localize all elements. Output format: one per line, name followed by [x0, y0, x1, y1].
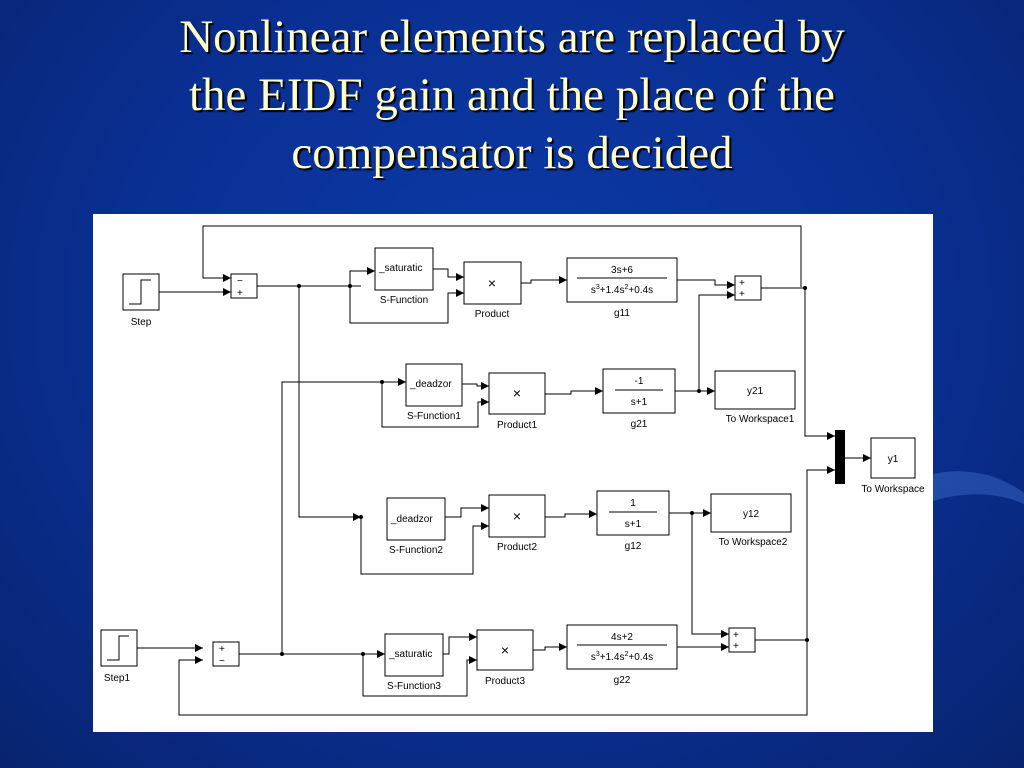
to-workspace1-block[interactable]: y21 To Workspace1	[714, 370, 796, 425]
wire-sf2-out	[445, 504, 489, 518]
simulink-diagram: Step Step1 − + + − + + + + _saturatic S-…	[93, 214, 933, 732]
svg-text:−: −	[219, 656, 225, 667]
slide-title: Nonlinear elements are replaced by the E…	[112, 8, 912, 182]
wire-g12-to-sum	[691, 513, 729, 638]
wire-g11-out	[677, 279, 735, 289]
mux-block[interactable]	[835, 430, 845, 484]
branch-points	[280, 284, 809, 656]
g12-block[interactable]: 1 s+1 g12	[596, 490, 670, 552]
svg-text:s+1: s+1	[625, 519, 642, 530]
svg-text:×: ×	[513, 508, 521, 524]
sum-bottom-block[interactable]: + −	[212, 641, 240, 667]
svg-text:+: +	[739, 278, 745, 289]
wire-feedback-top	[202, 225, 802, 287]
wire-product2-out	[545, 510, 597, 518]
svg-text:+: +	[237, 288, 243, 299]
svg-text:Product2: Product2	[497, 542, 537, 553]
svg-text:To Workspace1: To Workspace1	[726, 414, 795, 425]
product-block[interactable]: × Product	[463, 261, 522, 320]
svg-text:+: +	[733, 641, 739, 652]
svg-text:y1: y1	[888, 454, 899, 465]
svg-text:S-Function: S-Function	[380, 295, 428, 306]
svg-text:_deadzor: _deadzor	[390, 514, 433, 525]
svg-text:Product: Product	[475, 309, 510, 320]
svg-text:Product3: Product3	[485, 676, 525, 687]
s-function3-block[interactable]: _saturatic S-Function3	[384, 633, 444, 692]
g22-block[interactable]: 4s+2 s3+1.4s2+0.4s g22	[566, 624, 678, 686]
svg-text:1: 1	[630, 498, 636, 509]
svg-text:y21: y21	[747, 386, 764, 397]
wire-trunk-e2	[281, 381, 284, 654]
product1-block[interactable]: × Product1	[488, 372, 546, 431]
title-line-3: compensator is decided	[291, 127, 733, 179]
sum-out-top-block[interactable]: + +	[734, 275, 762, 301]
svg-text:_deadzor: _deadzor	[409, 379, 452, 390]
svg-text:S-Function2: S-Function2	[389, 545, 443, 556]
g21-block[interactable]: -1 s+1 g21	[602, 368, 676, 430]
svg-text:g21: g21	[631, 419, 648, 430]
wire-sf3-bypass	[362, 654, 477, 697]
s-function-block[interactable]: _saturatic S-Function	[374, 247, 434, 306]
step1-block[interactable]: Step1	[100, 629, 138, 684]
step-block[interactable]: Step	[122, 273, 160, 328]
title-line-2: the EIDF gain and the place of the	[188, 69, 836, 121]
wire-sf-bypass	[349, 286, 464, 324]
svg-text:×: ×	[488, 275, 496, 291]
svg-text:_saturatic: _saturatic	[378, 263, 422, 274]
svg-text:+: +	[733, 630, 739, 641]
wire-product-out	[521, 276, 567, 284]
svg-text:×: ×	[501, 642, 509, 658]
wire-g21-to-sum	[698, 291, 735, 391]
svg-text:+: +	[219, 644, 225, 655]
block-diagram-svg: Step Step1 − + + − + + + + _saturatic S-…	[100, 225, 925, 716]
sum-top-block[interactable]: − +	[230, 273, 258, 299]
svg-text:×: ×	[513, 385, 521, 401]
svg-text:S-Function1: S-Function1	[407, 411, 461, 422]
to-workspace2-block[interactable]: y12 To Workspace2	[710, 493, 792, 548]
wire-product1-out	[545, 387, 603, 395]
svg-text:4s+2: 4s+2	[611, 632, 633, 643]
step1-label: Step1	[104, 673, 131, 684]
wire-feedback-bottom	[178, 640, 808, 716]
svg-text:s+1: s+1	[631, 397, 648, 408]
svg-text:g11: g11	[614, 308, 630, 319]
svg-text:s3+1.4s2+0.4s: s3+1.4s2+0.4s	[591, 284, 653, 296]
g11-block[interactable]: 3s+6 s3+1.4s2+0.4s g11	[566, 257, 678, 319]
sum-out-bottom-block[interactable]: + +	[728, 627, 756, 653]
svg-text:3s+6: 3s+6	[611, 265, 633, 276]
svg-text:Product1: Product1	[497, 420, 537, 431]
wire-sf1-out	[462, 382, 489, 390]
svg-text:−: −	[237, 276, 243, 287]
svg-text:To Workspace2: To Workspace2	[719, 537, 788, 548]
wire-y22-to-mux	[806, 466, 835, 640]
title-line-1: Nonlinear elements are replaced by	[179, 11, 845, 63]
wire-sf-in	[349, 267, 375, 286]
svg-text:s3+1.4s2+0.4s: s3+1.4s2+0.4s	[591, 651, 653, 663]
svg-text:-1: -1	[635, 376, 644, 387]
s-function1-block[interactable]: _deadzor S-Function1	[405, 363, 463, 422]
s-function2-block[interactable]: _deadzor S-Function2	[386, 497, 446, 556]
wire-sf1-bypass	[381, 382, 489, 428]
wire-product3-out	[533, 643, 567, 651]
svg-text:To Workspace: To Workspace	[861, 484, 925, 495]
wire-y11-to-mux	[804, 288, 835, 440]
svg-text:S-Function3: S-Function3	[387, 681, 441, 692]
svg-text:g12: g12	[625, 541, 642, 552]
to-workspace-block[interactable]: y1 To Workspace	[861, 437, 925, 495]
product3-block[interactable]: × Product3	[476, 629, 534, 687]
step-label: Step	[131, 317, 152, 328]
wire-sf-out	[433, 268, 464, 281]
product2-block[interactable]: × Product2	[488, 494, 546, 553]
svg-text:_saturatic: _saturatic	[388, 649, 432, 660]
wire-sf3-out	[443, 633, 477, 655]
svg-text:y12: y12	[743, 509, 760, 520]
wire-trunk-e1	[298, 286, 361, 521]
svg-text:+: +	[739, 289, 745, 300]
signal-wires	[137, 225, 871, 716]
svg-text:g22: g22	[614, 675, 631, 686]
wire-sf2-bypass	[360, 517, 489, 575]
